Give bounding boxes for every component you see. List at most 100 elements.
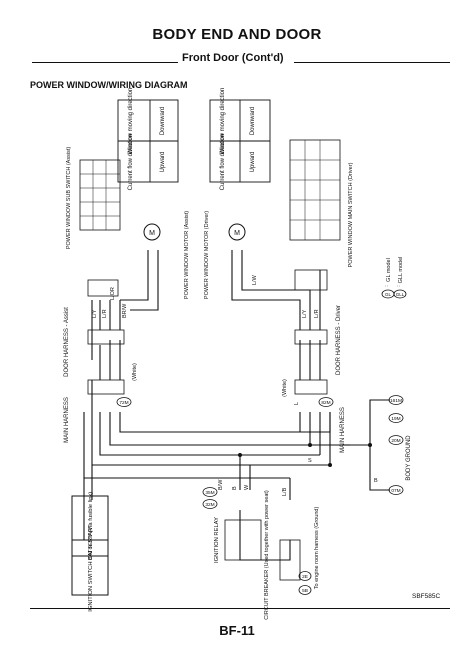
- bus-line-2: [119, 412, 331, 433]
- connector-callouts: 72M 82M 35M 32M 2E 5B 161M 20M 07M 19M: [116, 395, 404, 595]
- main-switch-frame: [289, 139, 341, 241]
- wire-lr2: L/R: [314, 309, 320, 318]
- motor-assist-symbol: [143, 223, 161, 241]
- model-legend: GL : GL model GLL : GLL model: [381, 257, 407, 299]
- wire-lw: L/W: [252, 274, 258, 285]
- splice-dot: [368, 443, 372, 447]
- wire-w: W: [244, 484, 250, 490]
- wire-labels: L/OR L/R L/Y BR/W L/R L/Y L/W L L/B B/W …: [92, 274, 378, 496]
- wire-lor: L/OR: [110, 287, 116, 300]
- splice-points: [238, 443, 372, 467]
- wire-lb: L/B: [282, 487, 288, 496]
- circuit-breaker-label: CIRCUIT BREAKER (Used together with powe…: [264, 490, 270, 620]
- wire-bw: B/W: [218, 479, 224, 490]
- connector-07m: 07M: [391, 488, 400, 494]
- wire-lr: L/R: [102, 309, 108, 318]
- gll-sep: :: [396, 285, 402, 287]
- wire-brw: BR/W: [122, 303, 128, 318]
- white-left-label: (White): [132, 363, 138, 381]
- battery-label: BATTERY (Via fusible link): [88, 492, 94, 561]
- wire-network: [83, 250, 390, 561]
- splice-dot: [328, 463, 332, 467]
- connector-161m: 161M: [390, 398, 402, 404]
- section-subtitle: Front Door (Cont'd): [182, 52, 284, 64]
- wire-ly: L/Y: [92, 309, 98, 318]
- connector-20m: 20M: [391, 438, 400, 444]
- table-assist: Window moving direction Current flow dir…: [117, 88, 179, 191]
- bus-line-4: [91, 380, 331, 466]
- ignition-relay-label: IGNITION RELAY: [214, 517, 220, 563]
- wire-l: L: [294, 402, 300, 405]
- bus-line-3: [99, 412, 240, 456]
- splice-dot: [238, 453, 242, 457]
- table-assist-down: Downward: [160, 107, 166, 135]
- ignition-switch-box: IGNITION SWITCH ON or START: [71, 524, 109, 612]
- motor-driver-wire-1: [231, 250, 301, 330]
- gl-badge: GL: [385, 292, 392, 297]
- main-switch-grid: POWER WINDOW MAIN SWITCH (Driver): [289, 139, 354, 267]
- gl-sep: :: [384, 285, 390, 287]
- connector-block: [87, 279, 119, 297]
- connector-35m: 35M: [205, 490, 214, 496]
- relay-to-breaker: [239, 510, 291, 561]
- gll-badge: GLL: [396, 292, 405, 297]
- motor-driver-wire-2: [241, 250, 311, 330]
- pw-main-switch-label: POWER WINDOW MAIN SWITCH (Driver): [348, 162, 354, 267]
- motor-assist-m: M: [149, 230, 155, 237]
- connector-block: [294, 269, 328, 291]
- relay-box: [224, 519, 262, 561]
- battery-frame: [71, 495, 109, 557]
- figure-code: SBF585C: [412, 593, 441, 600]
- bottom-rule: [30, 608, 450, 609]
- table-assist-up: Upward: [160, 152, 166, 173]
- connector-block: [87, 379, 125, 395]
- connector-blocks: [87, 269, 328, 581]
- pw-sub-switch-label: POWER WINDOW SUB SWITCH (Assist): [66, 147, 72, 250]
- door-harness-driver-label: DOOR HARNESS - Driver: [336, 305, 342, 375]
- subtitle-rule-left: [32, 62, 178, 64]
- main-harness-left-label: MAIN HARNESS: [64, 397, 70, 443]
- page-number: BF-11: [219, 623, 255, 638]
- gll-model-label: GLL model: [398, 257, 404, 284]
- connector-block: [294, 379, 328, 395]
- wire-s: S: [308, 458, 312, 464]
- table-assist-row2: Current flow direction: [128, 134, 134, 191]
- wire-b-ground: B: [374, 478, 378, 484]
- pw-motor-driver-label: POWER WINDOW MOTOR (Driver): [204, 211, 210, 299]
- connector-block: [87, 329, 125, 345]
- connector-5b: 5B: [302, 588, 308, 594]
- main-harness-right-label: MAIN HARNESS: [340, 407, 346, 453]
- connector-block: [294, 329, 328, 345]
- motor-driver-m: M: [234, 230, 240, 237]
- table-driver-down: Downward: [250, 107, 256, 135]
- sub-switch-grid: POWER WINDOW SUB SWITCH (Assist): [66, 147, 121, 250]
- connector-32m: 32M: [205, 502, 214, 508]
- breaker-box: [279, 539, 301, 581]
- motor-assist-wire-1: [120, 250, 149, 301]
- subtitle-rule-right: [294, 62, 450, 64]
- table-assist-row1: Window moving direction: [128, 88, 134, 155]
- motor-driver: M POWER WINDOW MOTOR (Driver): [204, 211, 246, 299]
- table-driver-row2: Current flow direction: [220, 134, 226, 191]
- table-driver-row1: Window moving direction: [220, 88, 226, 155]
- body-ground-label: BODY GROUND: [406, 435, 412, 481]
- battery-box: BATTERY (Via fusible link): [71, 492, 109, 561]
- motor-driver-symbol: [228, 223, 246, 241]
- motor-assist: M POWER WINDOW MOTOR (Assist): [143, 211, 190, 299]
- wire-b: B: [232, 486, 238, 490]
- pw-motor-assist-label: POWER WINDOW MOTOR (Assist): [184, 211, 190, 299]
- ground-wire-2: [369, 445, 390, 491]
- white-right-label: (White): [282, 379, 288, 397]
- motor-assist-wire-2: [130, 250, 159, 311]
- to-engine-room-label: To engine room harness (Ground): [314, 507, 320, 590]
- connector-82m: 82M: [321, 400, 330, 406]
- wire-ly2: L/Y: [302, 309, 308, 318]
- gll-badge-shape: [393, 289, 407, 299]
- sub-switch-frame: [79, 159, 121, 231]
- diagram-title: POWER WINDOW/WIRING DIAGRAM: [30, 80, 188, 90]
- ignition-switch-label: IGNITION SWITCH ON or START: [88, 524, 94, 612]
- gl-model-label: GL model: [386, 258, 392, 282]
- bus-line-1: [109, 412, 340, 446]
- connector-19m: 19M: [391, 416, 400, 422]
